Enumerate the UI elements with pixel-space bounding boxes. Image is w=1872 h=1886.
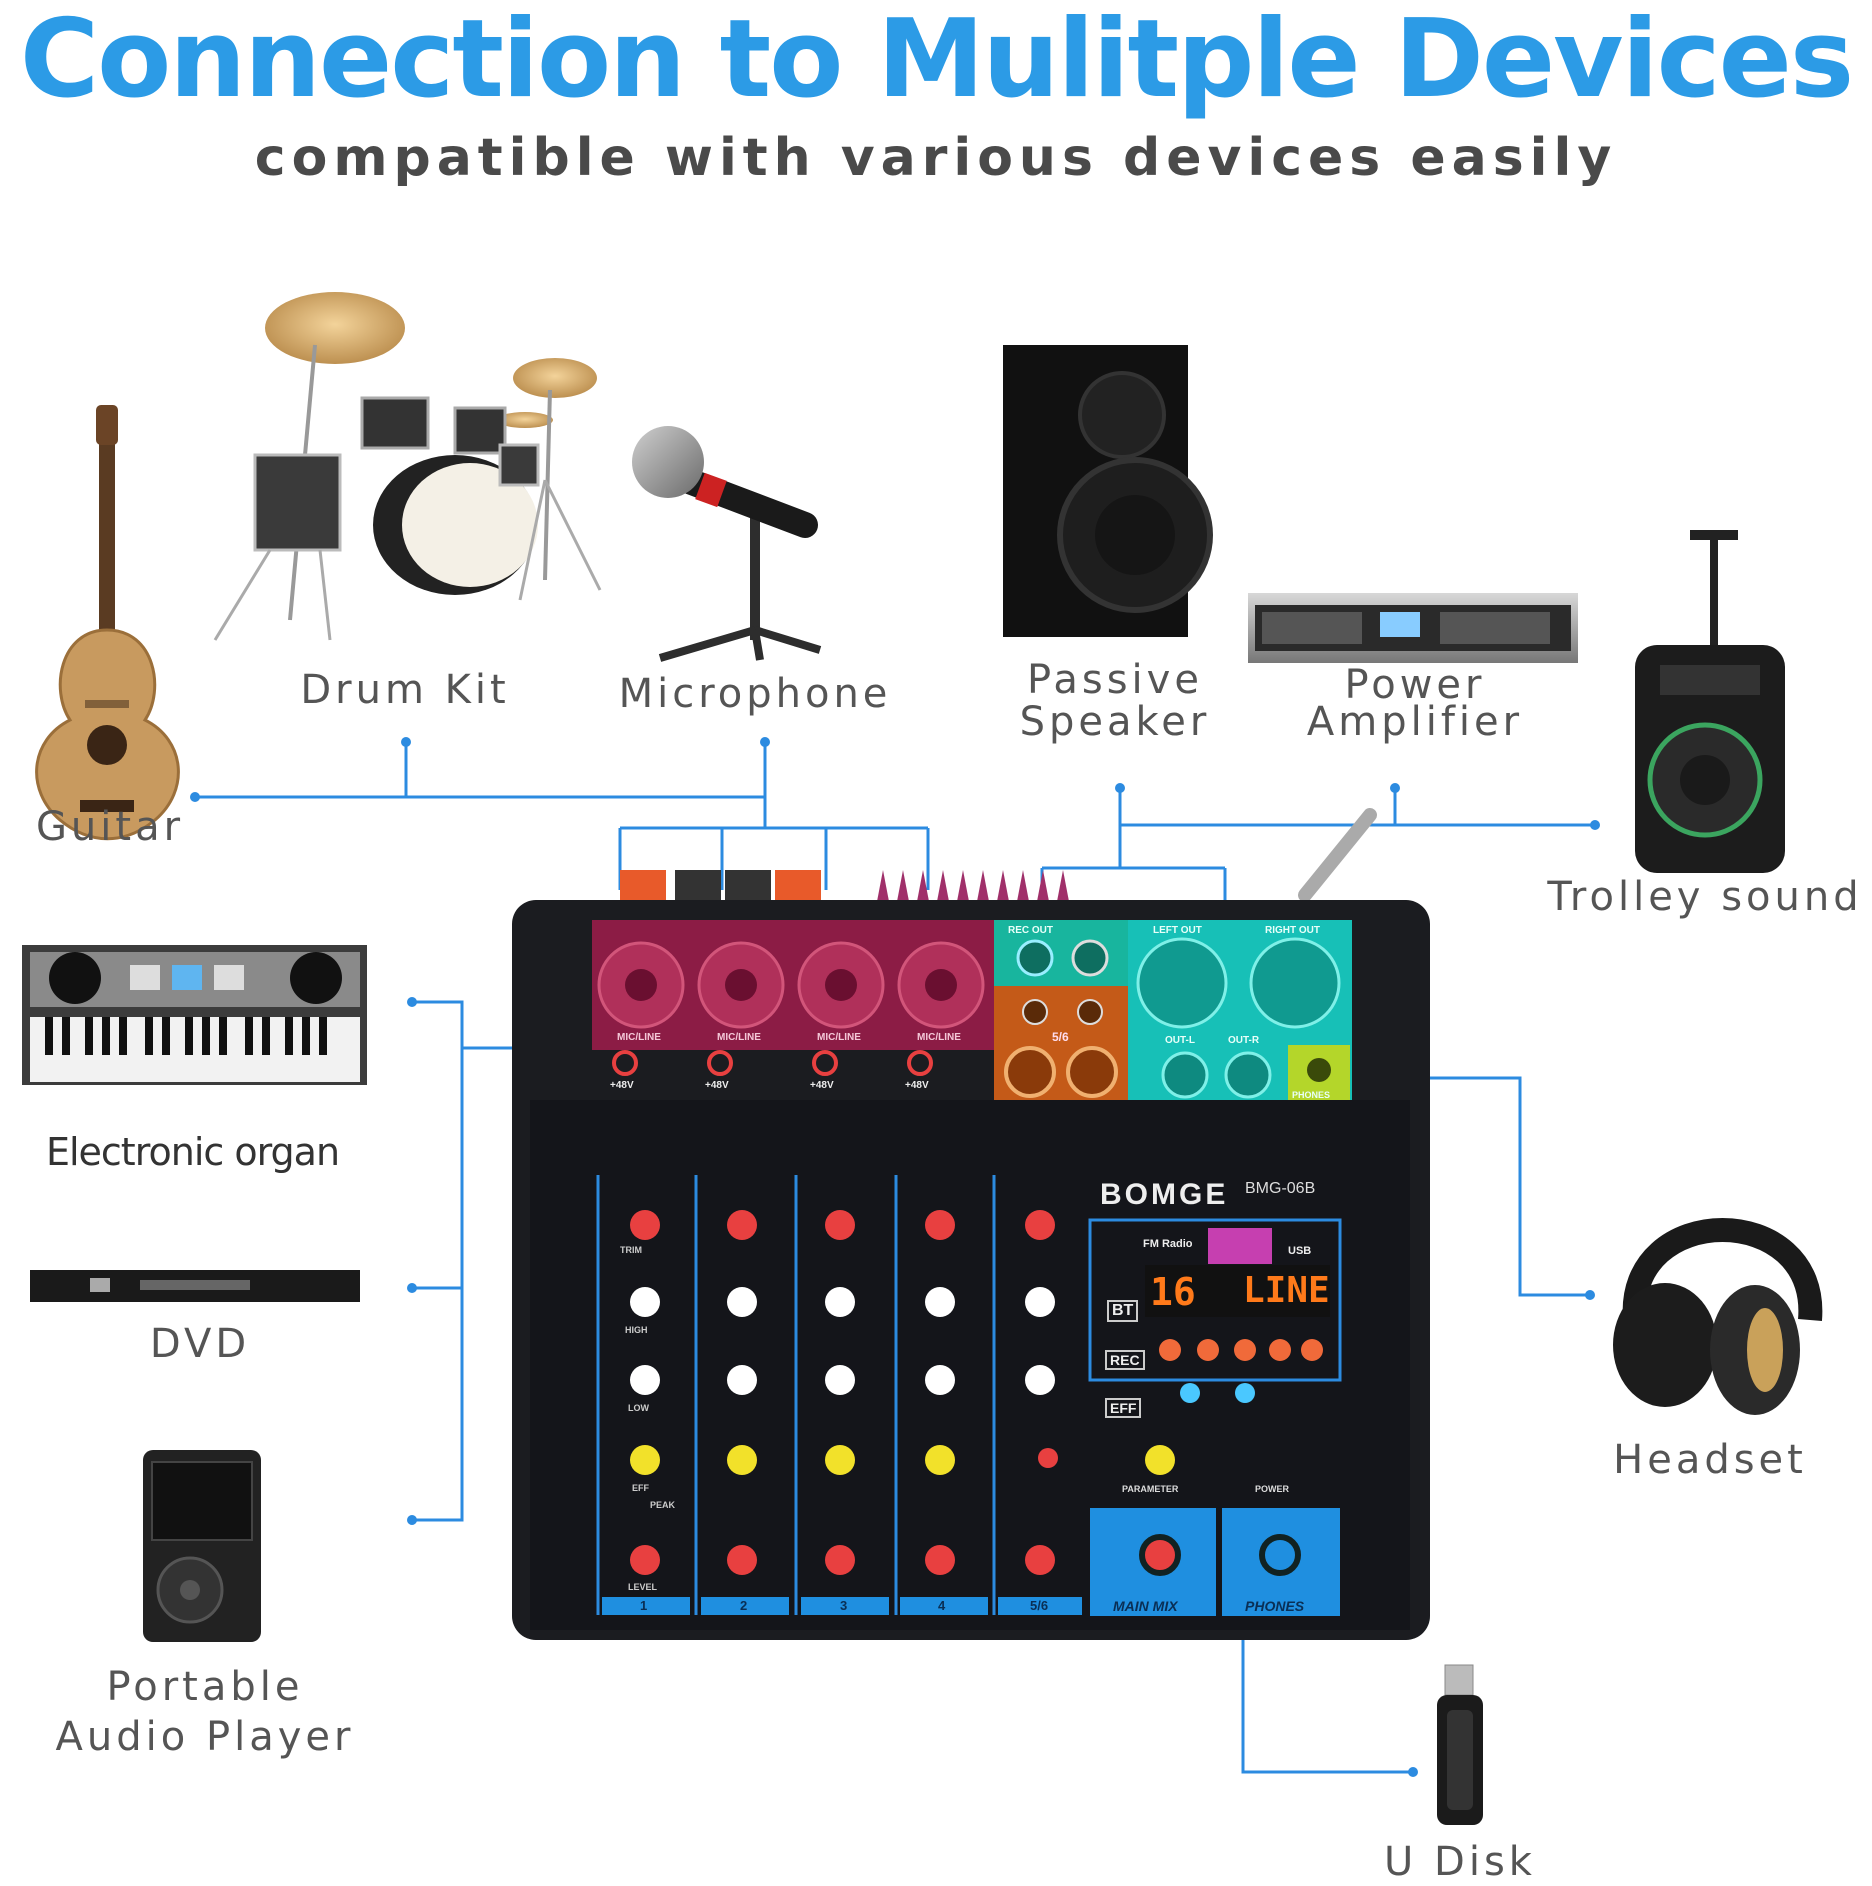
- phones-jack-label: PHONES: [1292, 1090, 1331, 1100]
- label-guitar: Guitar: [35, 804, 185, 850]
- power-amplifier-icon: [1248, 593, 1578, 663]
- label-headset: Headset: [1613, 1437, 1807, 1483]
- dvd-player-icon: [30, 1270, 360, 1302]
- rec-button[interactable]: REC: [1105, 1350, 1145, 1370]
- display-right: LINE: [1243, 1270, 1330, 1311]
- passive-speaker-icon: [1003, 345, 1213, 637]
- label-power-amplifier-line1: Power: [1344, 662, 1486, 708]
- knob-label-level: LEVEL: [628, 1582, 658, 1592]
- stereo-channel-label: 5/6: [1052, 1030, 1069, 1044]
- mixer-model: BMG-06B: [1245, 1180, 1316, 1197]
- connection-dots: [190, 737, 1600, 1777]
- out-r-label: OUT-R: [1228, 1035, 1260, 1046]
- display-left: 16: [1150, 1270, 1196, 1314]
- u-disk-icon: [1437, 1664, 1483, 1825]
- headset-icon: [1613, 1218, 1823, 1415]
- channel-label-2: 2: [740, 1598, 748, 1613]
- drum-kit-icon: [213, 292, 602, 641]
- knob-label-high: HIGH: [625, 1325, 648, 1335]
- phones-label: PHONES: [1245, 1598, 1305, 1614]
- label-u-disk: U Disk: [1384, 1839, 1536, 1885]
- parameter-label: PARAMETER: [1122, 1484, 1179, 1494]
- guitar-icon: [35, 405, 180, 841]
- trolley-speaker-icon: [1635, 530, 1785, 873]
- audio-mixer: [512, 808, 1430, 1640]
- phantom-label-1: +48V: [610, 1080, 634, 1091]
- rec-out-label: REC OUT: [1008, 925, 1053, 936]
- label-portable-audio-player-line1: Portable: [106, 1664, 304, 1710]
- input-label-4: MIC/LINE: [917, 1032, 961, 1043]
- label-passive-speaker-line2: Speaker: [1019, 699, 1211, 745]
- bt-button[interactable]: BT: [1107, 1300, 1139, 1322]
- phantom-label-3: +48V: [810, 1080, 834, 1091]
- input-label-3: MIC/LINE: [817, 1032, 861, 1043]
- out-l-label: OUT-L: [1165, 1035, 1195, 1046]
- label-passive-speaker-line1: Passive: [1027, 657, 1203, 703]
- label-portable-audio-player-line2: Audio Player: [55, 1714, 355, 1760]
- knob-label-eff: EFF: [632, 1483, 649, 1493]
- label-electronic-organ: Electronic organ: [45, 1130, 340, 1174]
- channel-label-4: 4: [938, 1598, 946, 1613]
- left-out-label: LEFT OUT: [1153, 925, 1202, 936]
- electronic-organ-icon: [22, 945, 367, 1085]
- page-title: Connection to Mulitple Devices: [19, 0, 1854, 122]
- peak-label: PEAK: [650, 1500, 676, 1510]
- channel-label-1: 1: [640, 1598, 648, 1613]
- label-dvd: DVD: [149, 1321, 251, 1367]
- knob-label-low: LOW: [628, 1403, 649, 1413]
- knob-label-trim: TRIM: [620, 1245, 642, 1255]
- power-label: POWER: [1255, 1484, 1290, 1494]
- microphone-icon: [632, 426, 822, 662]
- label-trolley-sound: Trolley sound: [1547, 874, 1863, 920]
- right-out-label: RIGHT OUT: [1265, 925, 1320, 936]
- label-power-amplifier-line2: Amplifier: [1306, 699, 1524, 745]
- portable-audio-player-icon: [143, 1450, 261, 1642]
- fm-radio-label: FM Radio: [1143, 1238, 1193, 1250]
- mixer-brand: BOMGE: [1100, 1178, 1229, 1211]
- phantom-label-2: +48V: [705, 1080, 729, 1091]
- input-label-2: MIC/LINE: [717, 1032, 761, 1043]
- label-drum-kit: Drum Kit: [300, 667, 510, 713]
- channel-label-5: 5/6: [1030, 1598, 1049, 1613]
- input-label-1: MIC/LINE: [617, 1032, 661, 1043]
- eff-button[interactable]: EFF: [1105, 1398, 1142, 1418]
- phantom-label-4: +48V: [905, 1080, 929, 1091]
- label-microphone: Microphone: [618, 671, 892, 717]
- main-mix-label: MAIN MIX: [1113, 1598, 1178, 1614]
- page-subtitle: compatible with various devices easily: [254, 128, 1618, 188]
- usb-label: USB: [1288, 1245, 1312, 1257]
- channel-label-3: 3: [840, 1598, 848, 1613]
